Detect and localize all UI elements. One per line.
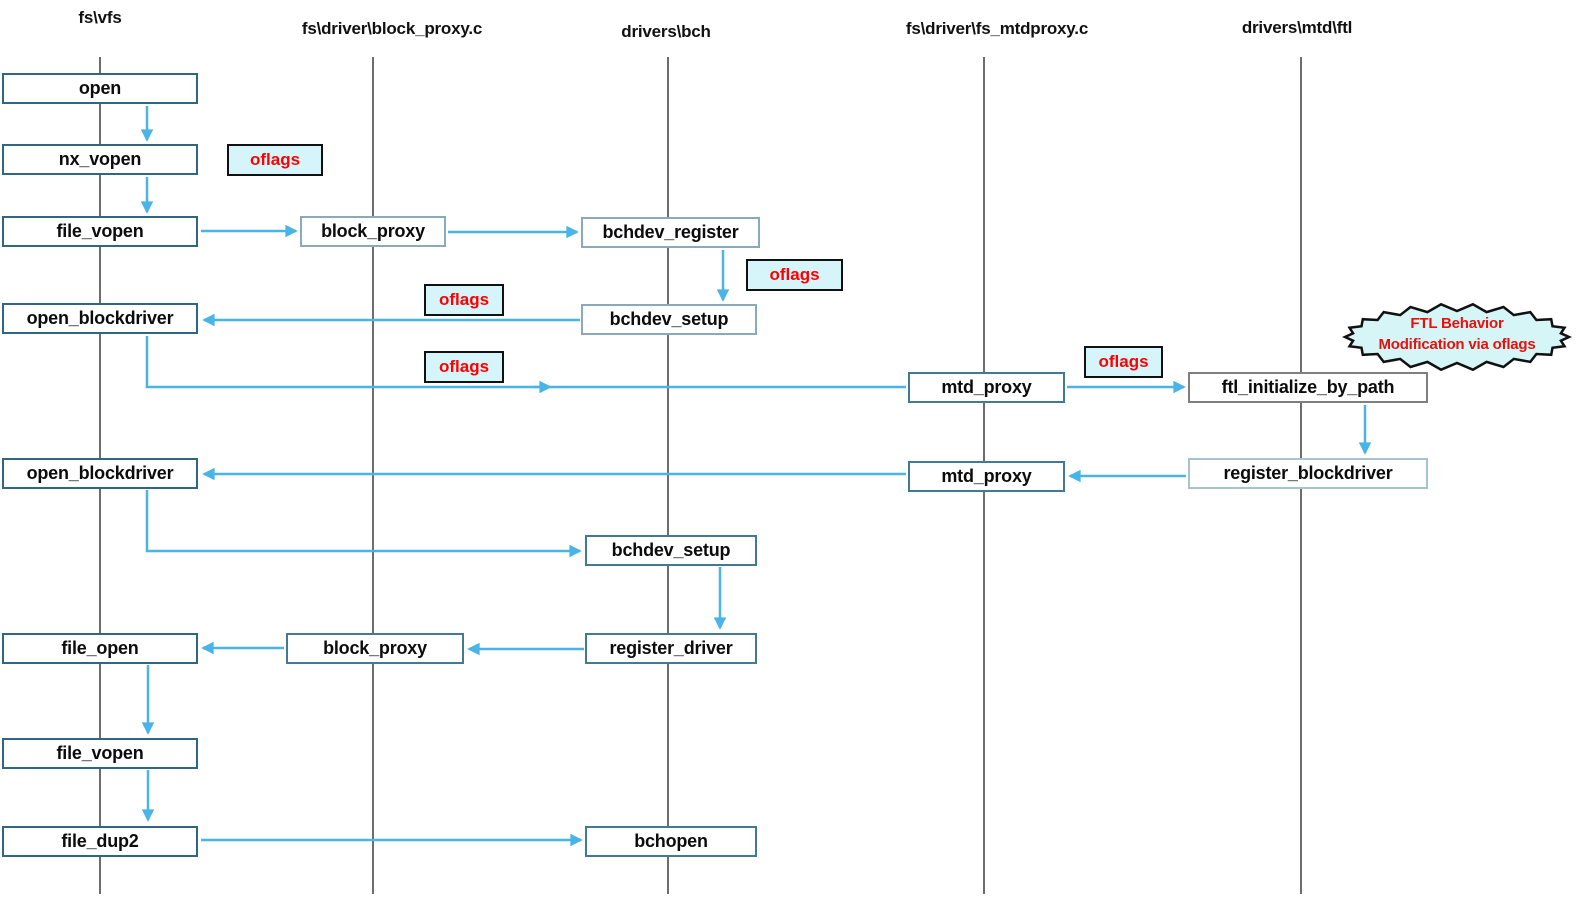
node-block_proxy: block_proxy [300,216,446,247]
flag-oflags-1: oflags [227,144,323,176]
node-bchdev_register: bchdev_register [581,217,760,248]
node-open_blockdriver-2: open_blockdriver [2,458,198,489]
line-open_blockdriver-to-mtd_proxy [145,336,906,389]
flag-oflags-2: oflags [746,259,843,291]
column-header-fs-driver-block-proxy: fs\driver\block_proxy.c [301,19,483,38]
node-file_vopen: file_vopen [2,216,198,247]
node-nx_vopen: nx_vopen [2,144,198,175]
cloud-callout-line2: Modification via oflags [1378,336,1536,353]
node-bchopen: bchopen [585,826,757,857]
node-file_open: file_open [2,633,198,664]
column-header-drivers-bch: drivers\bch [621,22,711,41]
node-block_proxy-2: block_proxy [286,633,464,664]
node-mtd_proxy-2: mtd_proxy [908,461,1065,492]
node-register_driver: register_driver [585,633,757,664]
node-file_dup2: file_dup2 [2,826,198,857]
node-bchdev_setup: bchdev_setup [581,304,757,335]
node-bchdev_setup-2: bchdev_setup [585,535,757,566]
node-open_blockdriver: open_blockdriver [2,303,198,334]
flag-oflags-3: oflags [424,284,504,316]
column-header-fs-vfs: fs\vfs [78,8,122,27]
column-header-fs-driver-fs-mtdproxy: fs\driver\fs_mtdproxy.c [905,19,1089,38]
node-mtd_proxy: mtd_proxy [908,372,1065,403]
cloud-callout-line1: FTL Behavior [1410,315,1504,332]
node-ftl_initialize_by_path: ftl_initialize_by_path [1188,372,1428,403]
node-open: open [2,73,198,104]
flag-oflags-5: oflags [1084,346,1163,378]
node-file_vopen-2: file_vopen [2,738,198,769]
arrow-open_blockdriver-to-bchdev_setup2 [145,490,582,558]
node-register_blockdriver: register_blockdriver [1188,458,1428,489]
flag-oflags-4: oflags [424,351,504,383]
cloud-callout: FTL Behavior Modification via oflags [1345,313,1569,355]
column-header-drivers-mtd-ftl: drivers\mtd\ftl [1241,18,1353,37]
